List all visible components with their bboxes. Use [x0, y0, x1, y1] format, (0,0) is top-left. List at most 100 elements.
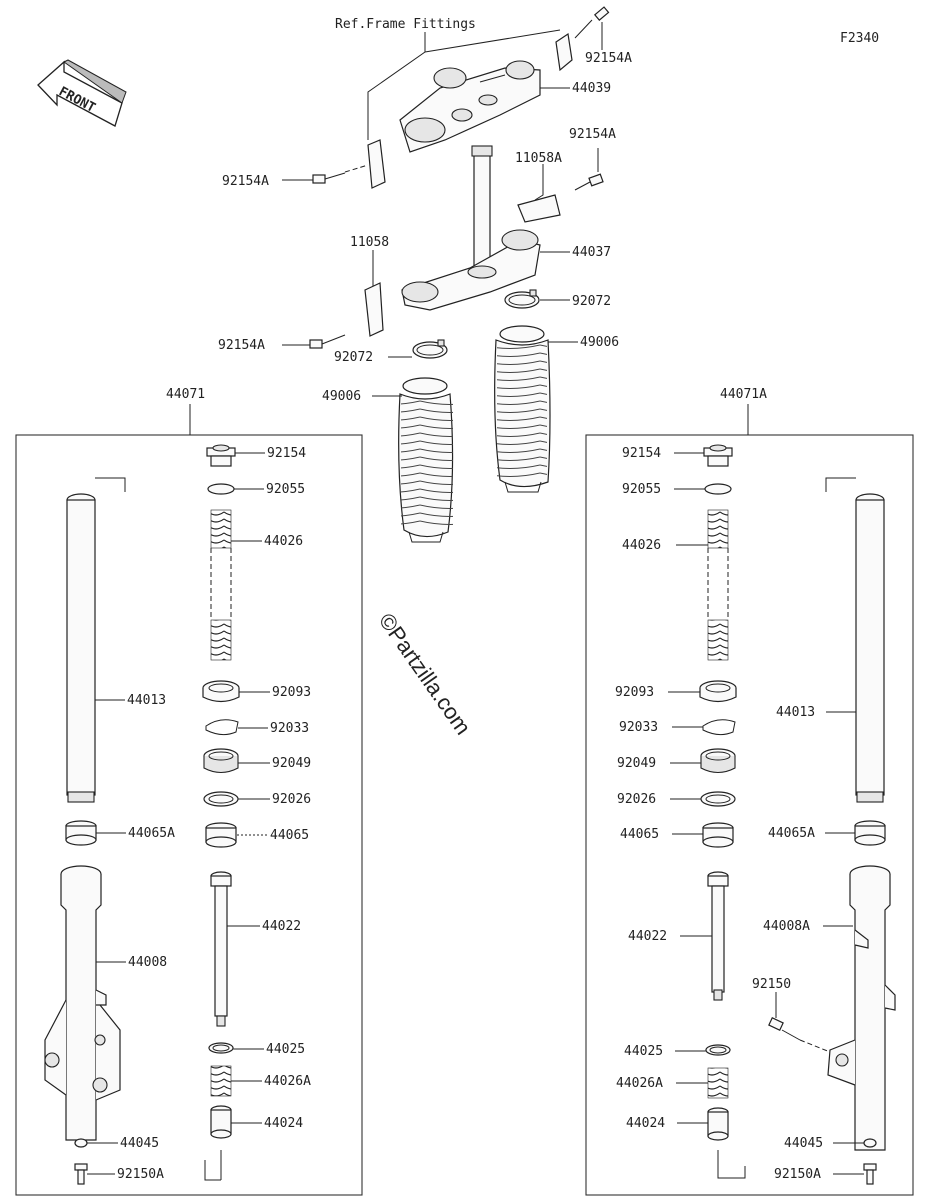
piece-44024 [210, 1105, 232, 1139]
label-92026: 92026 [617, 792, 656, 807]
label-44045: 44045 [120, 1136, 159, 1151]
o-ring-92055 [704, 483, 732, 495]
ref-frame-fittings-label: Ref.Frame Fittings [335, 17, 476, 32]
fork-boot-49006-right [494, 325, 551, 493]
holder-11058 [364, 282, 384, 337]
fork-boot-49006-left [398, 377, 454, 543]
label-92055: 92055 [266, 482, 305, 497]
bottom-bolt-92150A [863, 1163, 877, 1185]
cap-bolt-92154 [703, 444, 733, 467]
label-92072: 92072 [334, 350, 373, 365]
label-11058A: 11058A [515, 151, 562, 166]
snap-ring-92033 [205, 719, 239, 736]
label-92154A: 92154A [569, 127, 616, 142]
o-ring-92055 [207, 483, 235, 495]
guide-bush-44065A [65, 820, 97, 846]
label-44026A: 44026A [616, 1076, 663, 1091]
label-44071: 44071 [166, 387, 205, 402]
upper-holder-left [367, 139, 386, 189]
outer-tube-44008 [44, 865, 121, 1141]
oil-seal-92049 [700, 748, 736, 774]
oil-seal-92049 [203, 748, 239, 774]
label-44013: 44013 [776, 705, 815, 720]
label-44065: 44065 [620, 827, 659, 842]
bolt-icon [574, 6, 610, 39]
bolt-icon [309, 334, 346, 349]
label-11058: 11058 [350, 235, 389, 250]
label-44008: 44008 [128, 955, 167, 970]
label-49006: 49006 [580, 335, 619, 350]
label-44065: 44065 [270, 828, 309, 843]
dust-seal-92093 [202, 680, 240, 703]
bolt-icon [312, 172, 346, 184]
gasket-44045 [74, 1138, 88, 1148]
label-44022: 44022 [262, 919, 301, 934]
cylinder-44022 [210, 871, 232, 1027]
label-44008A: 44008A [763, 919, 810, 934]
rebound-spring-44026A [210, 1065, 232, 1097]
bottom-bolt-92150A [74, 1163, 88, 1185]
label-92072: 92072 [572, 294, 611, 309]
ring-44025 [208, 1042, 234, 1054]
label-44022: 44022 [628, 929, 667, 944]
spring-44026 [210, 509, 232, 661]
guide-bush-44065A [854, 820, 886, 846]
inner-tube-44013 [825, 477, 885, 803]
label-92026: 92026 [272, 792, 311, 807]
upper-holder-right [555, 32, 573, 72]
label-92154: 92154 [267, 446, 306, 461]
label-92154: 92154 [622, 446, 661, 461]
dust-seal-92093 [699, 680, 737, 703]
right-fork-frame [585, 434, 914, 1196]
label-44045: 44045 [784, 1136, 823, 1151]
lower-bracket-44037 [401, 229, 541, 311]
label-44037: 44037 [572, 245, 611, 260]
label-44065A: 44065A [768, 826, 815, 841]
label-44024: 44024 [626, 1116, 665, 1131]
label-44013: 44013 [127, 693, 166, 708]
label-92150A: 92150A [774, 1167, 821, 1182]
cylinder-44022 [707, 871, 729, 1001]
label-92055: 92055 [622, 482, 661, 497]
snap-ring-92033 [702, 719, 736, 736]
figure-code: F2340 [840, 31, 879, 46]
label-44039: 44039 [572, 81, 611, 96]
cap-bolt-92154 [206, 444, 236, 467]
label-44065A: 44065A [128, 826, 175, 841]
label-92049: 92049 [617, 756, 656, 771]
inner-tube-44013 [66, 477, 126, 803]
slide-bush-44065 [205, 822, 237, 848]
caliper-bolt-92150 [768, 1017, 831, 1053]
label-92033: 92033 [270, 721, 309, 736]
label-92093: 92093 [615, 685, 654, 700]
rebound-spring-44026A [707, 1067, 729, 1099]
watermark-text: ©Partzilla.com [374, 609, 476, 740]
label-92093: 92093 [272, 685, 311, 700]
washer-92026 [203, 791, 239, 807]
left-fork-frame [15, 434, 363, 1196]
label-44071A: 44071A [720, 387, 767, 402]
label-92150A: 92150A [117, 1167, 164, 1182]
label-49006: 49006 [322, 389, 361, 404]
label-44025: 44025 [266, 1042, 305, 1057]
clamp-92072 [412, 339, 448, 359]
clamp-92072 [504, 289, 540, 309]
outer-tube-44008A [827, 865, 896, 1151]
label-44026: 44026 [622, 538, 661, 553]
ring-44025 [705, 1044, 731, 1056]
piece-44024 [707, 1107, 729, 1141]
bolt-icon [574, 173, 604, 191]
upper-bracket-44039 [399, 60, 541, 153]
label-92049: 92049 [272, 756, 311, 771]
label-44024: 44024 [264, 1116, 303, 1131]
washer-92026 [700, 791, 736, 807]
spring-44026 [707, 509, 729, 661]
front-arrow-icon: FRONT [37, 59, 127, 127]
steering-stem [471, 145, 493, 269]
label-92154A: 92154A [222, 174, 269, 189]
label-44026A: 44026A [264, 1074, 311, 1089]
label-92150: 92150 [752, 977, 791, 992]
label-44025: 44025 [624, 1044, 663, 1059]
gasket-44045 [863, 1138, 877, 1148]
